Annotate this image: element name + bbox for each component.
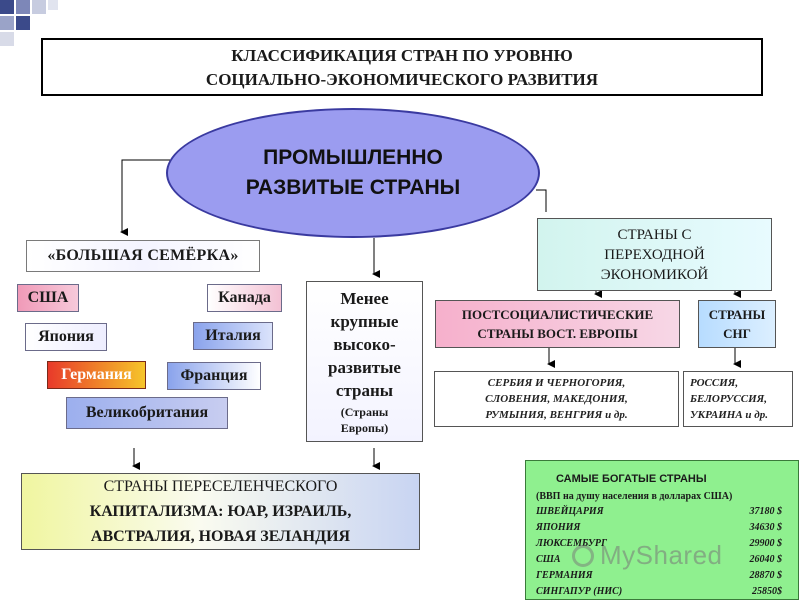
transition-line-1: СТРАНЫ С bbox=[617, 226, 692, 243]
cis-line-2: СНГ bbox=[723, 326, 751, 341]
arrow-to-big-seven bbox=[120, 159, 170, 236]
smaller-line-4: развитые bbox=[328, 358, 401, 377]
country-italy: Италия bbox=[193, 322, 273, 350]
smaller-line-3: высоко- bbox=[333, 335, 396, 354]
country-germany-label: Германия bbox=[61, 366, 132, 383]
country-japan-label: Япония bbox=[38, 328, 94, 345]
cis-list-line-1: РОССИЯ, bbox=[690, 377, 739, 389]
settlers-line-3: АВСТРАЛИЯ, НОВАЯ ЗЕЛАНДИЯ bbox=[90, 528, 351, 545]
cis-line-1: СТРАНЫ bbox=[708, 307, 766, 322]
transition-line-2: ПЕРЕХОДНОЙ bbox=[604, 246, 705, 263]
richest-row-country: ШВЕЙЦАРИЯ bbox=[536, 506, 604, 517]
country-uk: Великобритания bbox=[66, 397, 228, 429]
richest-row: США 26040 $ bbox=[536, 554, 782, 565]
developed-countries-ellipse: ПРОМЫШЛЕННО РАЗВИТЫЕ СТРАНЫ bbox=[166, 108, 540, 238]
richest-row-country: ЯПОНИЯ bbox=[536, 522, 581, 533]
settlers-line-2: КАПИТАЛИЗМА: ЮАР, ИЗРАИЛЬ, bbox=[89, 503, 352, 520]
watermark: MyShared bbox=[600, 540, 723, 570]
country-germany: Германия bbox=[47, 361, 146, 389]
smaller-developed-box: Менее крупные высоко- развитые страны (С… bbox=[306, 281, 423, 442]
east-europe-list-box: СЕРБИЯ И ЧЕРНОГОРИЯ, СЛОВЕНИЯ, МАКЕДОНИЯ… bbox=[434, 371, 679, 427]
east-europe-list-line-1: СЕРБИЯ И ЧЕРНОГОРИЯ, bbox=[487, 377, 626, 389]
postsocialist-line-2: СТРАНЫ ВОСТ. ЕВРОПЫ bbox=[477, 326, 638, 341]
page-title: КЛАССИФИКАЦИЯ СТРАН ПО УРОВНЮ СОЦИАЛЬНО-… bbox=[41, 38, 763, 96]
smaller-line-1: Менее bbox=[340, 289, 389, 308]
country-japan: Япония bbox=[25, 323, 107, 351]
cis-box: СТРАНЫ СНГ bbox=[698, 300, 776, 348]
watermark-logo-icon bbox=[572, 545, 594, 567]
smaller-line-2: крупные bbox=[330, 312, 399, 331]
richest-row: ЯПОНИЯ 34630 $ bbox=[536, 522, 782, 533]
richest-row-value: 29900 $ bbox=[749, 538, 783, 549]
settler-capitalism-box: СТРАНЫ ПЕРЕСЕЛЕНЧЕСКОГО КАПИТАЛИЗМА: ЮАР… bbox=[21, 473, 420, 550]
richest-row: СИНГАПУР (НИС) 25850$ bbox=[536, 586, 782, 597]
country-france: Франция bbox=[167, 362, 261, 390]
richest-heading: САМЫЕ БОГАТЫЕ СТРАНЫ bbox=[556, 473, 707, 485]
richest-row-value: 25850$ bbox=[752, 586, 782, 597]
title-line-1: КЛАССИФИКАЦИЯ СТРАН ПО УРОВНЮ bbox=[231, 46, 573, 65]
east-europe-list-line-2: СЛОВЕНИЯ, МАКЕДОНИЯ, bbox=[485, 393, 628, 405]
transition-line-3: ЭКОНОМИКОЙ bbox=[600, 266, 709, 283]
richest-subheading: (ВВП на душу населения в долларах США) bbox=[536, 491, 733, 502]
richest-row-value: 34630 $ bbox=[749, 522, 783, 533]
richest-row-country: ЛЮКСЕМБУРГ bbox=[536, 538, 608, 549]
country-usa-label: США bbox=[27, 289, 69, 306]
richest-row: ШВЕЙЦАРИЯ 37180 $ bbox=[536, 506, 782, 517]
richest-row-value: 26040 $ bbox=[749, 554, 783, 565]
developed-line-2: РАЗВИТЫЕ СТРАНЫ bbox=[245, 176, 461, 199]
richest-row-country: СИНГАПУР (НИС) bbox=[536, 586, 623, 597]
richest-row-value: 28870 $ bbox=[749, 570, 783, 581]
title-line-2: СОЦИАЛЬНО-ЭКОНОМИЧЕСКОГО РАЗВИТИЯ bbox=[205, 70, 599, 89]
richest-row-country: США bbox=[536, 554, 561, 565]
big-seven-box: «БОЛЬШАЯ СЕМЁРКА» bbox=[26, 240, 260, 272]
country-canada-label: Канада bbox=[218, 289, 271, 306]
country-france-label: Франция bbox=[180, 367, 248, 384]
cis-list-line-2: БЕЛОРУССИЯ, bbox=[690, 393, 767, 405]
richest-row: ЛЮКСЕМБУРГ 29900 $ bbox=[536, 538, 782, 549]
country-usa: США bbox=[17, 284, 79, 312]
richest-row-value: 37180 $ bbox=[749, 506, 783, 517]
country-italy-label: Италия bbox=[205, 327, 261, 344]
cis-list-box: РОССИЯ, БЕЛОРУССИЯ, УКРАИНА и др. bbox=[683, 371, 793, 427]
country-canada: Канада bbox=[207, 284, 282, 312]
settlers-line-1: СТРАНЫ ПЕРЕСЕЛЕНЧЕСКОГО bbox=[103, 478, 338, 495]
smaller-sub-2: Европы) bbox=[340, 421, 389, 435]
richest-row: ГЕРМАНИЯ 28870 $ bbox=[536, 570, 782, 581]
big-seven-label: «БОЛЬШАЯ СЕМЁРКА» bbox=[47, 247, 239, 264]
corner-decoration bbox=[0, 0, 60, 48]
postsocialist-line-1: ПОСТСОЦИАЛИСТИЧЕСКИЕ bbox=[461, 307, 654, 322]
smaller-line-5: страны bbox=[335, 381, 394, 400]
cis-list-line-3: УКРАИНА и др. bbox=[690, 409, 768, 421]
country-uk-label: Великобритания bbox=[85, 404, 209, 421]
postsocialist-box: ПОСТСОЦИАЛИСТИЧЕСКИЕ СТРАНЫ ВОСТ. ЕВРОПЫ bbox=[435, 300, 680, 348]
richest-countries-box: САМЫЕ БОГАТЫЕ СТРАНЫ (ВВП на душу населе… bbox=[525, 460, 799, 600]
developed-line-1: ПРОМЫШЛЕННО bbox=[263, 146, 443, 169]
transition-economies-box: СТРАНЫ С ПЕРЕХОДНОЙ ЭКОНОМИКОЙ bbox=[537, 218, 772, 291]
smaller-sub-1: (Страны bbox=[340, 405, 389, 419]
east-europe-list-line-3: РУМЫНИЯ, ВЕНГРИЯ и др. bbox=[485, 409, 628, 421]
richest-row-country: ГЕРМАНИЯ bbox=[536, 570, 593, 581]
line-to-transition bbox=[536, 189, 547, 212]
